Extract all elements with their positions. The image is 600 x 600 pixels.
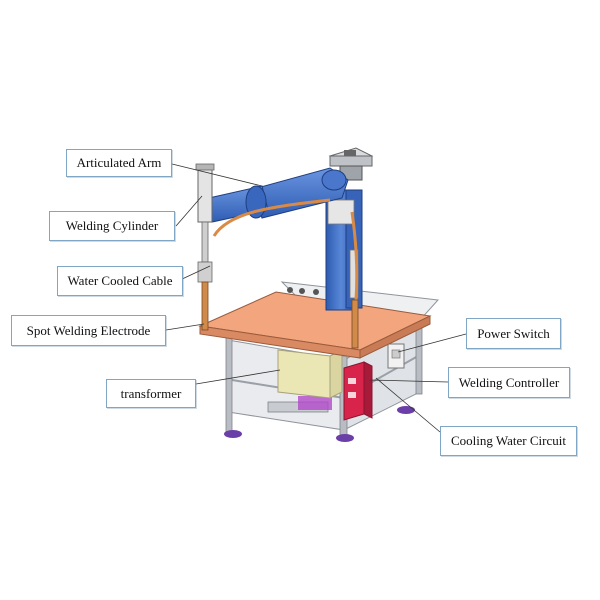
table-top [198, 291, 432, 359]
label-transformer: transformer [106, 379, 196, 408]
welding-controller-box [343, 361, 373, 421]
label-water-cooled-cable: Water Cooled Cable [57, 266, 183, 296]
label-articulated-arm: Articulated Arm [66, 149, 172, 177]
label-power-switch: Power Switch [466, 318, 561, 349]
power-switch-unit [387, 343, 405, 369]
label-welding-cylinder: Welding Cylinder [49, 211, 175, 241]
support-column [325, 189, 363, 311]
electrode-rods [201, 281, 359, 349]
cylinder-assembly [195, 163, 215, 283]
transformer-unit [277, 349, 343, 399]
label-cooling-water-circuit: Cooling Water Circuit [440, 426, 577, 456]
cable-path [212, 198, 331, 237]
label-welding-controller: Welding Controller [448, 367, 570, 398]
label-spot-welding-electrode: Spot Welding Electrode [11, 315, 166, 346]
leader-lines [165, 163, 467, 433]
cable-path-second [350, 211, 359, 301]
